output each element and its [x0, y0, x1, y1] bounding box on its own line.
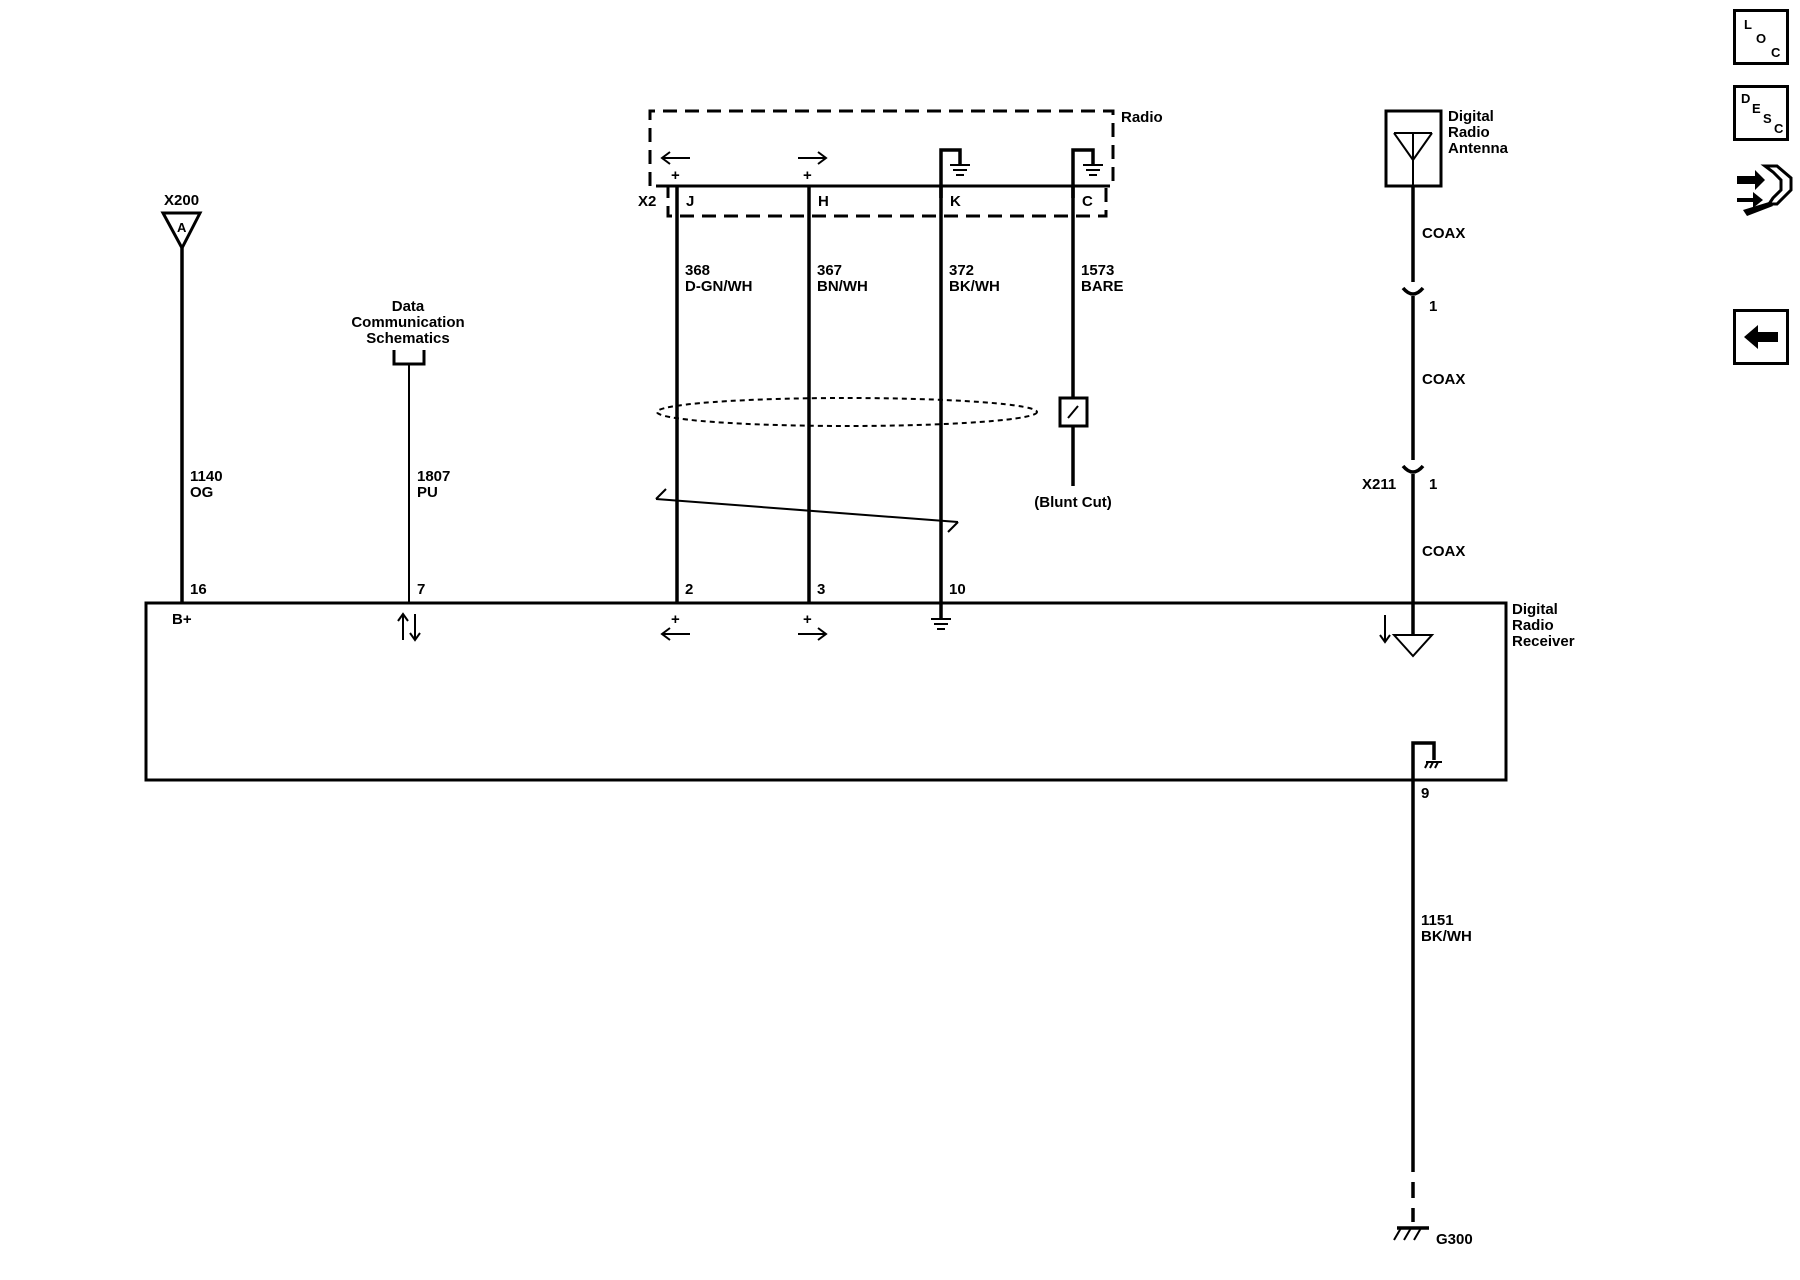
receiver-right-arrow-icon [798, 627, 828, 641]
data-comm-label-2: Communication [351, 314, 464, 331]
desc-letter-s: S [1763, 111, 1772, 126]
radio-ground-icon [939, 148, 970, 198]
receiver-pin-10: 10 [949, 581, 966, 598]
twisted-pair-indicator [655, 488, 959, 533]
antenna-label-1: Digital [1448, 108, 1494, 125]
loc-letter-l: L [1744, 17, 1752, 32]
antenna-label-3: Antenna [1448, 140, 1509, 157]
wire-1140-color: OG [190, 484, 213, 501]
g300-label: G300 [1436, 1231, 1473, 1248]
receiver-box [144, 601, 1508, 782]
x2-pin-k: K [950, 193, 961, 210]
wire-1573-circuit: 1573 [1081, 262, 1114, 279]
wire-1151-color: BK/WH [1421, 928, 1472, 945]
wire-372-color: BK/WH [949, 278, 1000, 295]
radio-shield-ground-icon [1071, 148, 1103, 198]
bidirectional-data-icon [397, 612, 421, 642]
desc-letter-e: E [1752, 101, 1761, 116]
x2-pin-j: J [686, 193, 694, 210]
blunt-cut-label: (Blunt Cut) [1034, 494, 1111, 511]
x211-pin: 1 [1429, 476, 1437, 493]
wire-367-circuit: 367 [817, 262, 842, 279]
receiver-pin-3-plus: + [803, 611, 812, 628]
receiver-pin-3: 3 [817, 581, 825, 598]
x200-connector: X200 A [160, 192, 203, 252]
coax-label-2: COAX [1422, 371, 1465, 388]
x2-pin-h: H [818, 193, 829, 210]
cable-shield [656, 397, 1038, 427]
desc-button[interactable]: D E S C [1733, 85, 1789, 141]
coax-connector-1-pin: 1 [1429, 298, 1437, 315]
wire-367-color: BN/WH [817, 278, 868, 295]
wire-1151-circuit: 1151 [1421, 912, 1454, 929]
radio-audio-left-arrow-icon [660, 151, 690, 165]
x211-label: X211 [1362, 476, 1396, 493]
receiver-pin-16: 16 [190, 581, 207, 598]
receiver-ground-icon [931, 603, 951, 630]
receiver-label-1: Digital [1512, 601, 1558, 618]
x200-label: X200 [164, 192, 199, 209]
coax-connector-1-icon [1401, 286, 1425, 296]
receiver-pin-2: 2 [685, 581, 693, 598]
wire-1573-color: BARE [1081, 278, 1124, 295]
coax-label-1: COAX [1422, 225, 1465, 242]
wire-1807-circuit: 1807 [417, 468, 450, 485]
receiver-left-arrow-icon [660, 627, 690, 641]
radio-pin-j-plus: + [671, 167, 680, 184]
data-comm-label-3: Schematics [366, 330, 449, 347]
radio-pin-h-plus: + [803, 167, 812, 184]
desc-letter-c: C [1774, 121, 1784, 136]
receiver-label-2: Radio [1512, 617, 1554, 634]
receiver-label-3: Receiver [1512, 633, 1575, 650]
g300-ground-icon [1393, 1226, 1429, 1241]
receiver-pin-7: 7 [417, 581, 425, 598]
data-comm-label-1: Data [392, 298, 425, 315]
shield-drain-box [1058, 396, 1089, 428]
radio-label: Radio [1121, 109, 1163, 126]
loc-letter-c: C [1771, 45, 1781, 60]
wire-372-circuit: 372 [949, 262, 974, 279]
x2-connector-outline [666, 184, 1108, 218]
back-button[interactable] [1733, 309, 1789, 365]
digital-radio-receiver: Digital Radio Receiver B+ + + [144, 601, 1575, 782]
connector-wrench-icon [1737, 164, 1793, 216]
wire-1807-color: PU [417, 484, 438, 501]
digital-radio-antenna: Digital Radio Antenna [1384, 108, 1509, 188]
coax-label-3: COAX [1422, 543, 1465, 560]
data-comm-reference: Data Communication Schematics [351, 298, 465, 366]
receiver-pin-2-plus: + [671, 611, 680, 628]
wire-368-circuit: 368 [685, 262, 710, 279]
x200-pin-a: A [177, 220, 187, 235]
x211-connector-icon [1401, 464, 1425, 474]
loc-button[interactable]: L O C [1733, 9, 1789, 65]
connector-repair-button[interactable] [1733, 160, 1793, 222]
radio-audio-right-arrow-icon [798, 151, 828, 165]
wire-368-color: D-GN/WH [685, 278, 753, 295]
desc-letter-d: D [1741, 91, 1751, 106]
b-plus-label: B+ [172, 611, 192, 628]
radio-module: Radio X2 J H K C + + [638, 109, 1163, 218]
antenna-label-2: Radio [1448, 124, 1490, 141]
receiver-antenna-input-icon [1379, 603, 1435, 658]
receiver-pin-9: 9 [1421, 785, 1429, 802]
receiver-chassis-ground-icon [1411, 741, 1442, 780]
x2-pin-c: C [1082, 193, 1093, 210]
x2-connector-label: X2 [638, 193, 656, 210]
back-arrow-icon [1744, 325, 1778, 349]
wire-1140-circuit: 1140 [190, 468, 223, 485]
loc-letter-o: O [1756, 31, 1767, 46]
